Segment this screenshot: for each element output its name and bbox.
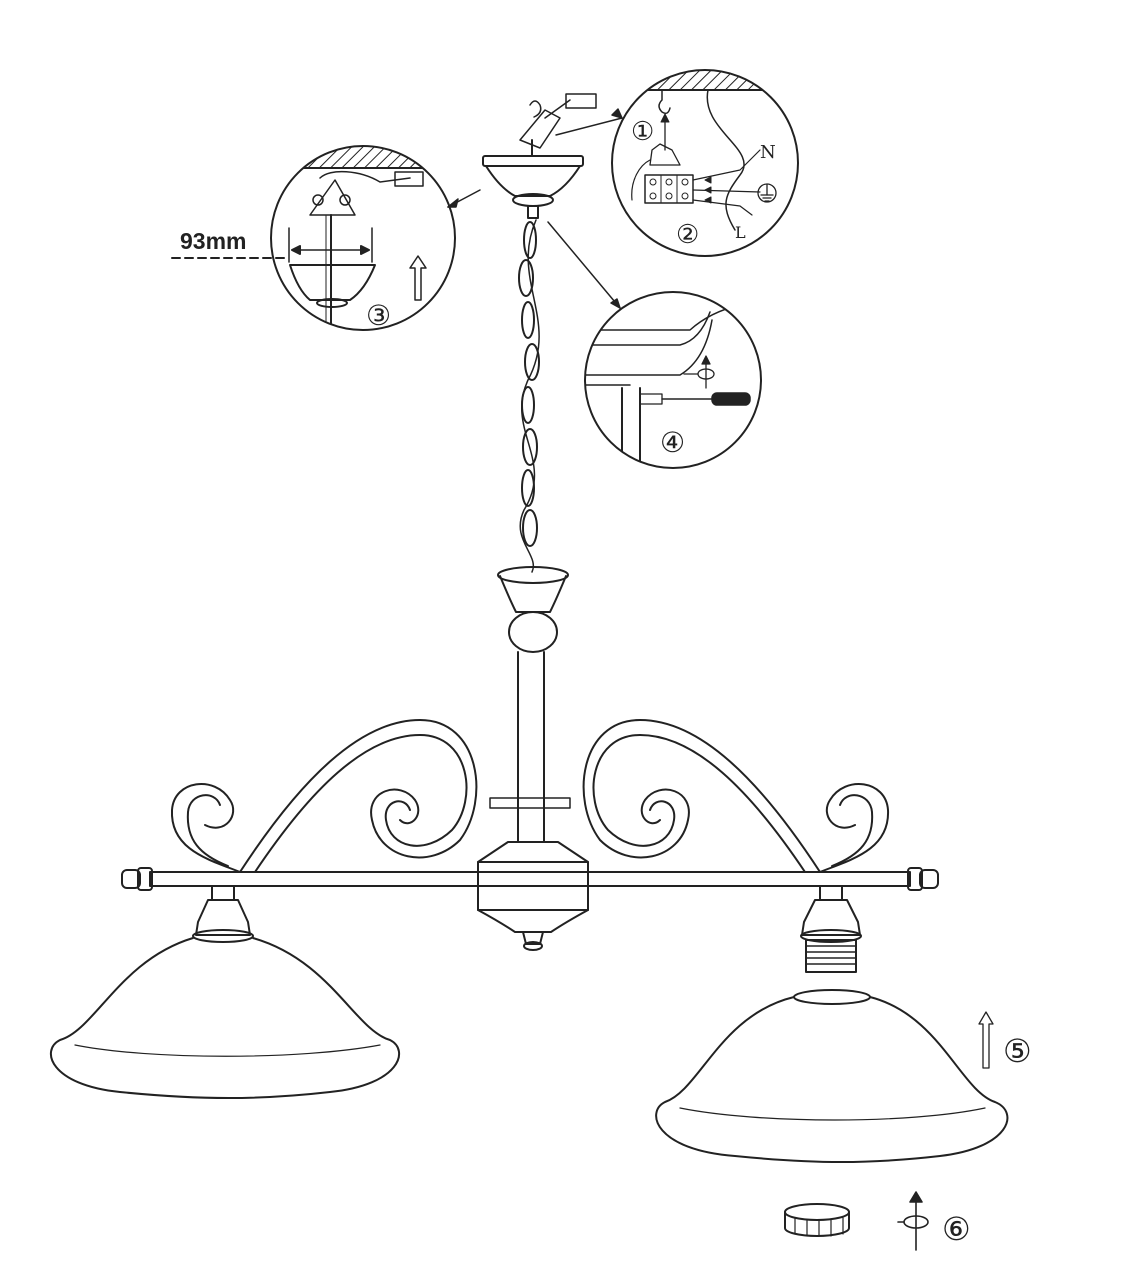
canopy xyxy=(482,155,584,219)
step-1-label: ① xyxy=(631,117,654,147)
leader-lines xyxy=(447,108,623,309)
dimension-label: 93mm xyxy=(180,228,246,254)
rotate-arrow-icon xyxy=(897,1191,929,1251)
step-5-label: ⑤ xyxy=(1003,1032,1032,1070)
rotate-arrow-icon xyxy=(683,355,715,389)
arrow-up-icon xyxy=(978,1011,994,1069)
detail-circle-set-screw xyxy=(584,291,762,469)
scroll-arms xyxy=(121,719,939,891)
shade-ring xyxy=(784,1203,850,1237)
step-2-label: ② xyxy=(676,220,699,250)
right-socket xyxy=(800,885,862,973)
detail-circle-wiring xyxy=(611,69,799,257)
step-4-label: ④ xyxy=(660,426,685,459)
wire-live-label: L xyxy=(735,223,746,242)
chain xyxy=(518,219,540,573)
center-stem xyxy=(477,566,589,951)
ceiling-hook-assembly xyxy=(519,93,597,156)
left-lamp-shade xyxy=(50,885,400,1099)
screwdriver-icon xyxy=(661,392,751,406)
step-6-label: ⑥ xyxy=(942,1210,971,1248)
right-lamp-shade xyxy=(655,989,1009,1163)
earth-ground-icon xyxy=(757,183,777,203)
step-3-label: ③ xyxy=(366,299,391,332)
wire-neutral-label: N xyxy=(760,142,776,163)
